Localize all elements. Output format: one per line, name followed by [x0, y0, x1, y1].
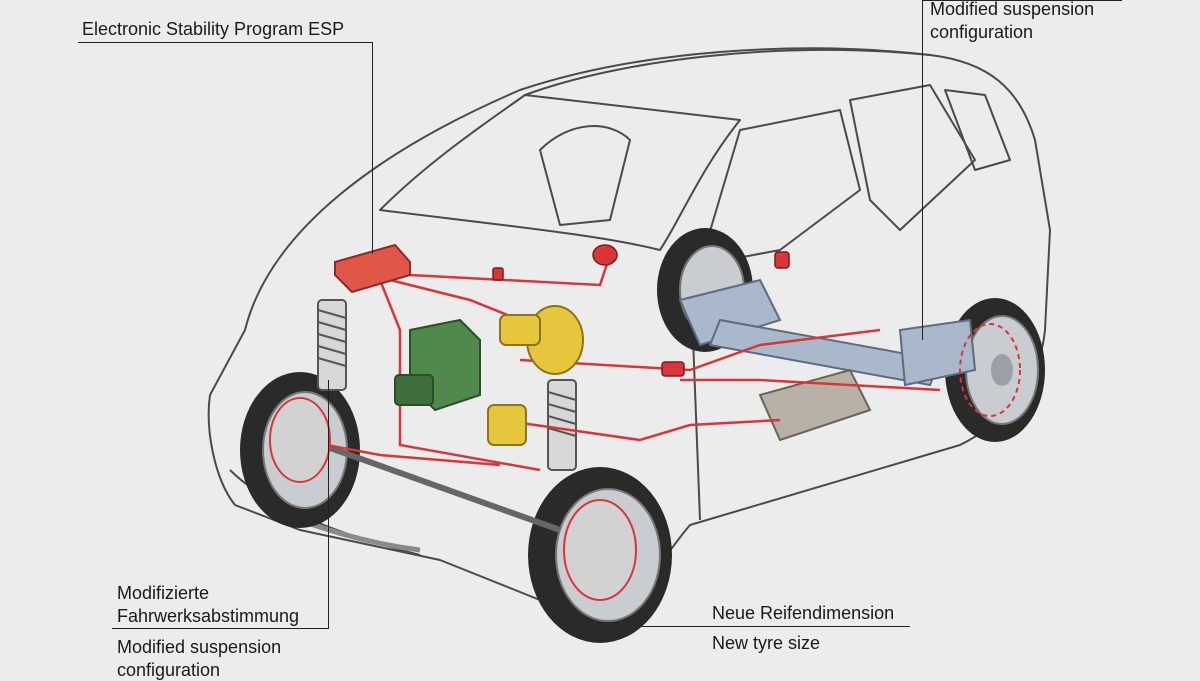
rear-suspension-leader-vertical — [922, 0, 923, 340]
rear-window — [944, 89, 1011, 171]
esp-control-unit — [334, 243, 411, 294]
side-window-rear — [849, 84, 976, 231]
sensor-parts — [492, 244, 790, 377]
front-suspension-en-label-line2: configuration — [117, 660, 221, 680]
front-suspension-leader-vertical — [328, 380, 329, 628]
seat-shape — [539, 125, 631, 226]
rear-suspension-label-line1: Modified suspension — [930, 0, 1095, 19]
brake-booster — [487, 305, 584, 446]
rear-suspension-label-line2: configuration — [930, 22, 1034, 42]
brake-disc-front-left — [269, 397, 331, 483]
front-suspension-leader-horizontal — [112, 628, 329, 629]
front-suspension-left — [317, 299, 347, 391]
esp-leader-horizontal — [78, 42, 373, 43]
esp-leader-vertical — [372, 42, 373, 254]
front-suspension-de-label-line2: Fahrwerksabstimmung — [117, 606, 300, 626]
tyre-de-label: Neue Reifendimension — [712, 603, 895, 623]
roof-line — [524, 48, 931, 96]
rear-suspension-leader-horizontal — [922, 0, 1122, 1]
exhaust — [758, 368, 872, 442]
brake-disc-rear-right — [959, 323, 1021, 417]
front-suspension-right — [547, 379, 577, 471]
rear-axle — [678, 278, 977, 387]
tyre-leader-horizontal — [640, 626, 910, 627]
front-suspension-en-label-line1: Modified suspension — [117, 637, 282, 657]
esp-label: Electronic Stability Program ESP — [82, 19, 345, 39]
brake-disc-front-right — [563, 499, 637, 601]
windscreen — [379, 94, 741, 251]
hydraulic-unit — [394, 318, 481, 412]
grille-slot — [299, 517, 421, 553]
tyre-en-label: New tyre size — [712, 633, 821, 653]
front-suspension-de-label-line1: Modifizierte — [117, 583, 210, 603]
